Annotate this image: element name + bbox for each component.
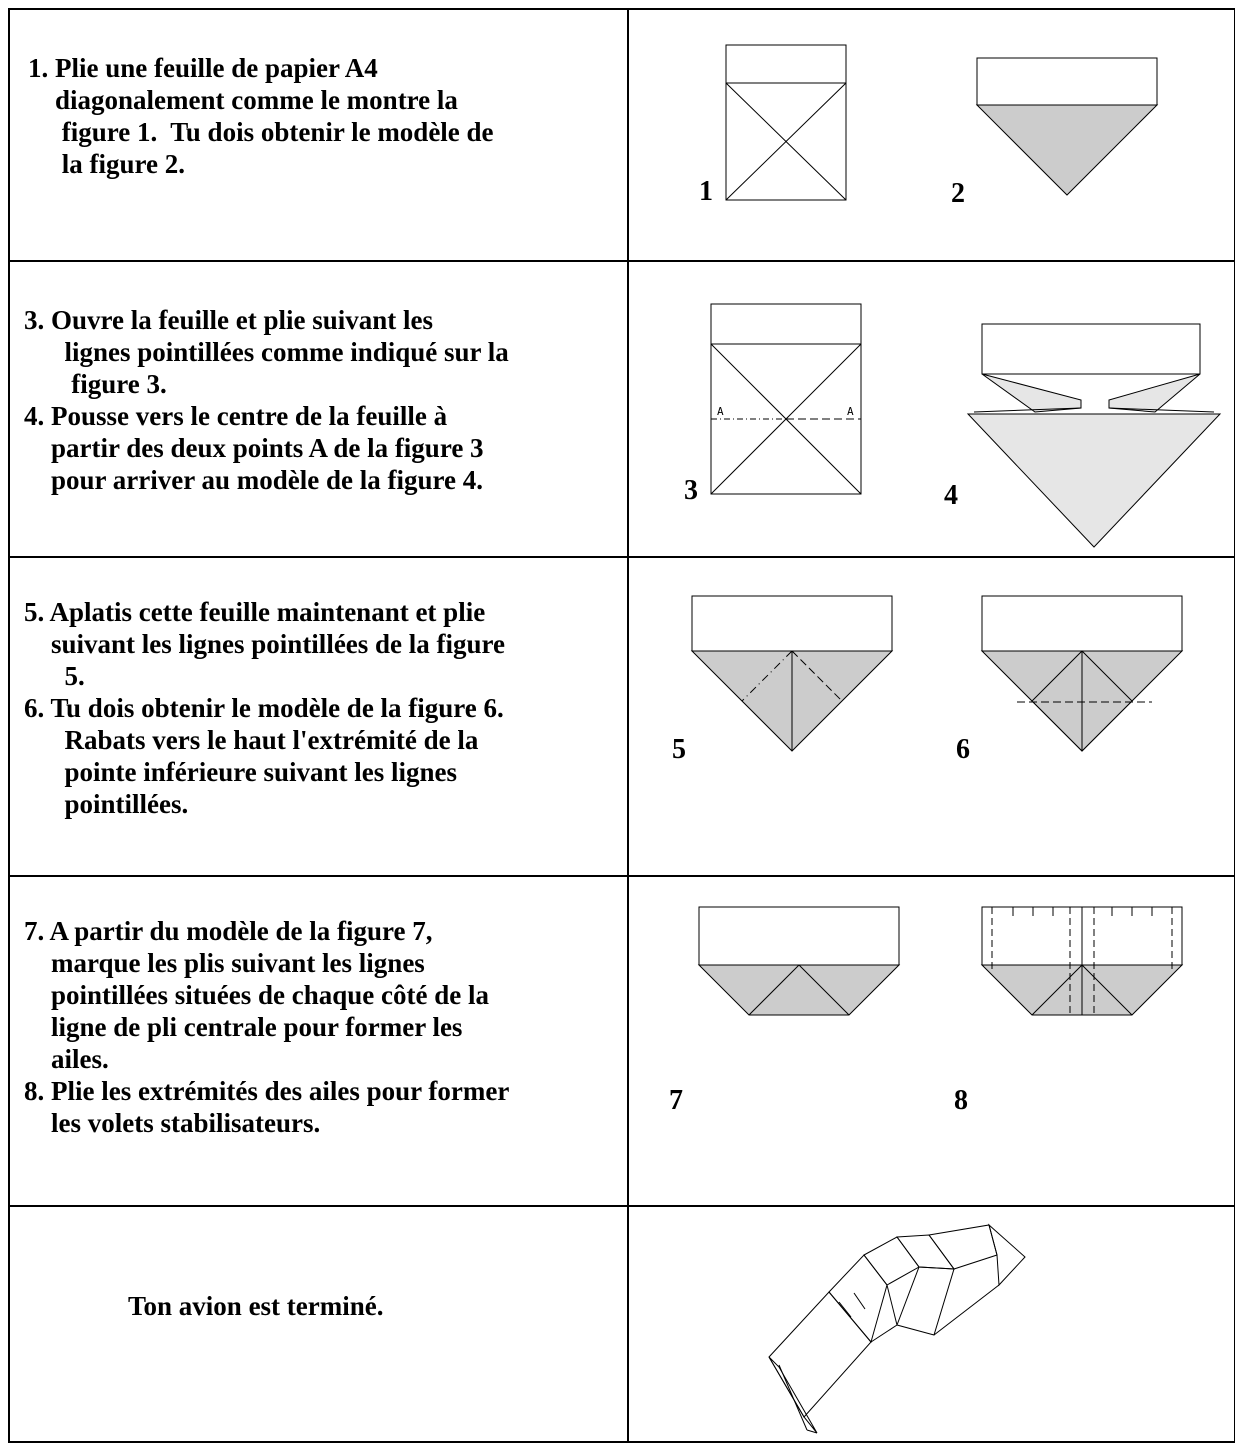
- instruction-line: 6. Tu dois obtenir le modèle de la figur…: [24, 693, 504, 723]
- finished-plane-drawing: [768, 1223, 1026, 1434]
- step-row-1: 1. Plie une feuille de papier A4 diagona…: [8, 8, 1235, 262]
- figures-1-2: 1 2: [699, 44, 1159, 209]
- finished-message: Ton avion est terminé.: [128, 1291, 384, 1321]
- step-1-text-cell: 1. Plie une feuille de papier A4 diagona…: [8, 8, 629, 262]
- step-4-figures-cell: 7 8: [627, 875, 1235, 1207]
- step-row-2: 3. Ouvre la feuille et plie suivant les …: [8, 260, 1235, 558]
- steps-table: 1. Plie une feuille de papier A4 diagona…: [8, 8, 1235, 1443]
- instruction-line: suivant les lignes pointillées de la fig…: [24, 629, 506, 659]
- step-3-figures-cell: 5 6: [627, 556, 1235, 877]
- figure-8-wing-fold-marks: [980, 906, 1184, 1016]
- point-a-left-label: A: [717, 405, 724, 418]
- figures-5-6: 5 6: [672, 595, 1184, 765]
- instruction-line: lignes pointillées comme indiqué sur la: [24, 337, 509, 367]
- paper-plane-outline: [768, 1223, 1026, 1434]
- figure-7-label: 7: [669, 1085, 683, 1116]
- figure-4-collapsed-base: [966, 323, 1222, 548]
- figure-6-diamond-fold: [980, 595, 1184, 752]
- figure-3-label: 3: [684, 475, 698, 506]
- step-5-figure-cell: [627, 1205, 1235, 1443]
- instruction-line: 7. A partir du modèle de la figure 7,: [24, 916, 433, 946]
- instruction-line: 4. Pousse vers le centre de la feuille à: [24, 401, 448, 431]
- figure-3-sheet-fold-lines: [710, 303, 862, 495]
- step-2-figures-cell: A A 3 4: [627, 260, 1235, 558]
- instruction-line: pointillées situées de chaque côté de la: [24, 980, 489, 1010]
- instruction-line: figure 1. Tu dois obtenir le modèle de: [28, 117, 494, 147]
- point-a-right-label: A: [847, 405, 854, 418]
- instruction-line: 5. Aplatis cette feuille maintenant et p…: [24, 597, 486, 627]
- figure-7-wing-base: [697, 906, 901, 1016]
- step-row-4: 7. A partir du modèle de la figure 7, ma…: [8, 875, 1235, 1207]
- figure-4-label: 4: [944, 480, 958, 511]
- figures-7-8: 7 8: [669, 906, 1184, 1116]
- figures-3-4: A A 3 4: [684, 303, 1222, 548]
- step-5-text-cell: Ton avion est terminé.: [8, 1205, 629, 1443]
- step-4-text-cell: 7. A partir du modèle de la figure 7, ma…: [8, 875, 629, 1207]
- step-3-4-instructions: 3. Ouvre la feuille et plie suivant les …: [24, 304, 627, 496]
- figure-1-sheet-diagonals: [725, 44, 847, 201]
- instruction-line: 8. Plie les extrémités des ailes pour fo…: [24, 1076, 510, 1106]
- figure-2-folded-triangle: [975, 57, 1159, 196]
- step-5-6-instructions: 5. Aplatis cette feuille maintenant et p…: [24, 596, 627, 820]
- instruction-line: pour arriver au modèle de la figure 4.: [24, 465, 483, 495]
- figure-8-label: 8: [954, 1085, 968, 1116]
- figure-2-label: 2: [951, 178, 965, 209]
- instruction-line: partir des deux points A de la figure 3: [24, 433, 484, 463]
- instruction-line: 1. Plie une feuille de papier A4: [28, 53, 378, 83]
- instruction-line: diagonalement comme le montre la: [28, 85, 458, 115]
- instruction-line: pointillées.: [24, 789, 189, 819]
- step-3-text-cell: 5. Aplatis cette feuille maintenant et p…: [8, 556, 629, 877]
- instruction-line: les volets stabilisateurs.: [24, 1108, 321, 1138]
- step-row-5: Ton avion est terminé.: [8, 1205, 1235, 1443]
- instruction-line: 3. Ouvre la feuille et plie suivant les: [24, 305, 433, 335]
- instruction-line: Rabats vers le haut l'extrémité de la: [24, 725, 479, 755]
- instruction-line: pointe inférieure suivant les lignes: [24, 757, 458, 787]
- step-7-8-instructions: 7. A partir du modèle de la figure 7, ma…: [24, 915, 627, 1139]
- step-2-text-cell: 3. Ouvre la feuille et plie suivant les …: [8, 260, 629, 558]
- instruction-line: 5.: [24, 661, 85, 691]
- figure-5-label: 5: [672, 734, 686, 765]
- instruction-line: la figure 2.: [28, 149, 185, 179]
- step-1-instructions: 1. Plie une feuille de papier A4 diagona…: [28, 52, 627, 180]
- figure-6-label: 6: [956, 734, 970, 765]
- instruction-line: ligne de pli centrale pour former les: [24, 1012, 463, 1042]
- figure-1-label: 1: [699, 176, 713, 207]
- instruction-line: figure 3.: [24, 369, 167, 399]
- figure-5-flattened-with-folds: [690, 595, 894, 752]
- instruction-line: marque les plis suivant les lignes: [24, 948, 425, 978]
- instruction-line: ailes.: [24, 1044, 109, 1074]
- step-row-3: 5. Aplatis cette feuille maintenant et p…: [8, 556, 1235, 877]
- step-1-figures-cell: 1 2: [627, 8, 1235, 262]
